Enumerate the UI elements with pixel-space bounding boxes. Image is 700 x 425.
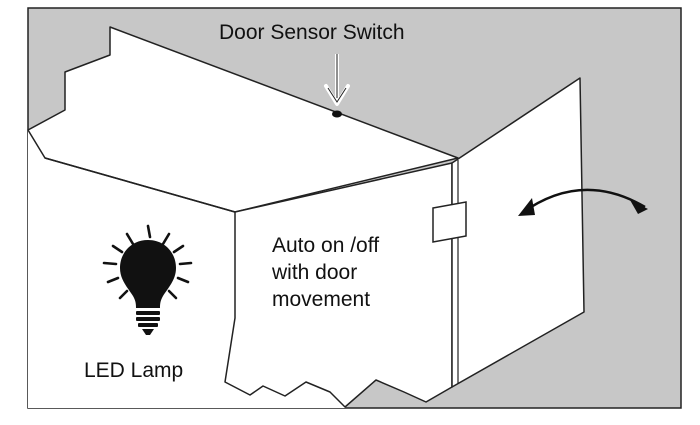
light-bulb-icon: [102, 224, 193, 335]
cabinet-door: [451, 77, 585, 388]
auto-label-line-2: with door: [272, 261, 358, 284]
cabinet-side-edge: [44, 157, 236, 213]
cabinet-front-panel: [224, 162, 453, 408]
sensor-switch-dot: [332, 110, 342, 118]
down-arrow-icon: [324, 54, 350, 106]
auto-label-line-3: movement: [272, 288, 371, 311]
auto-on-off-label: Auto on /off with door movement: [272, 232, 379, 313]
door-latch: [432, 201, 467, 243]
double-headed-curved-arrow-icon: [518, 188, 648, 216]
auto-label-line-1: Auto on /off: [272, 234, 380, 257]
sensor-label: Door Sensor Switch: [219, 21, 405, 44]
lamp-label: LED Lamp: [84, 359, 184, 382]
